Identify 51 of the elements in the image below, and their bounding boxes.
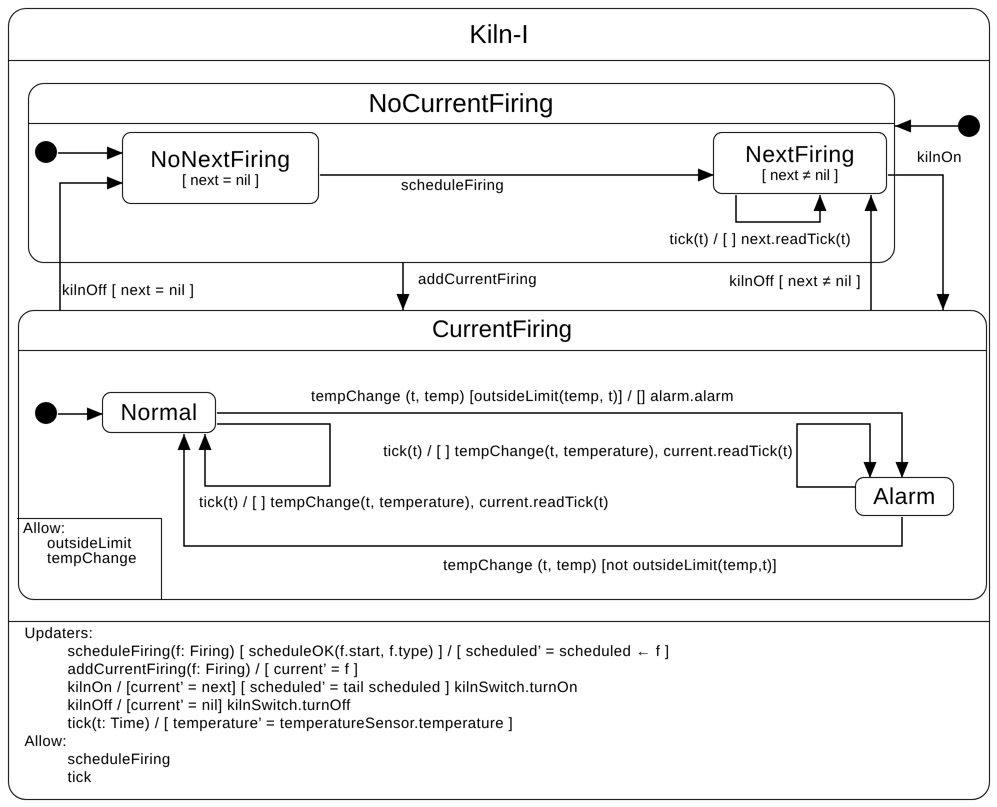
state-box — [713, 132, 887, 194]
transition-arrow — [58, 146, 123, 160]
note-box — [17, 518, 162, 599]
state-title: Kiln-I — [9, 9, 989, 61]
state-guard: [ next ≠ nil ] — [762, 167, 838, 184]
updater-text: addCurrentFiring(f: Firing) / [ current’ = f ] — [68, 660, 358, 678]
initial-state-dot — [35, 141, 57, 163]
transition-arrow — [59, 176, 123, 310]
section-heading: Allow: — [24, 732, 67, 750]
transition-label: kilnOff [ next = nil ] — [61, 283, 196, 299]
state-box — [122, 132, 319, 204]
transition-label: tick(t) / [ ] tempChange(t, temperature), current.readTick(t) — [198, 495, 610, 511]
initial-state-dot — [958, 114, 980, 136]
transition-arrow — [864, 195, 878, 310]
state-name: Alarm — [873, 484, 936, 509]
state-title: NoCurrentFiring — [28, 84, 894, 124]
state-name: Normal — [120, 400, 198, 425]
transition-label: tick(t) / [ ] tempChange(t, temperature), current.readTick(t) — [382, 444, 794, 460]
transition-label: tempChange (t, temp) [outsideLimit(temp, t)] / [] alarm.alarm — [310, 389, 735, 405]
transition-arrow — [58, 408, 103, 420]
transition-arrow — [198, 423, 331, 487]
state-box — [855, 477, 954, 516]
note-text: outsideLimit — [47, 536, 132, 552]
updater-text: tick — [68, 768, 92, 786]
state-box — [102, 392, 216, 433]
transition-arrow — [735, 195, 826, 223]
updater-text: kilnOff / [current’ = nil] kilnSwitch.turnOff — [68, 696, 351, 714]
state-title: CurrentFiring — [18, 310, 986, 350]
section-heading: Updaters: — [24, 624, 94, 642]
transition-label: addCurrentFiring — [417, 272, 538, 288]
state-name: NextFiring — [745, 142, 855, 167]
transition-arrow — [888, 174, 950, 310]
state-guard: [ next = nil ] — [182, 172, 260, 189]
updater-text: scheduleFiring — [68, 750, 171, 768]
transition-label: tempChange (t, temp) [not outsideLimit(temp,t)] — [442, 558, 778, 574]
transition-arrow — [396, 263, 410, 310]
initial-state-dot — [35, 402, 57, 424]
transition-arrow — [217, 412, 908, 478]
transition-label: tick(t) / [ ] next.readTick(t) — [668, 232, 852, 248]
transition-label: scheduleFiring — [400, 178, 506, 194]
transition-arrow — [796, 423, 876, 488]
note-text: tempChange — [47, 551, 137, 567]
section-heading: Allow: — [23, 521, 66, 537]
state-name: NoNextFiring — [150, 147, 291, 172]
updater-text: scheduleFiring(f: Firing) [ scheduleOK(f.start, f.type) ] / [ scheduled’ = scheduled ← f ] — [68, 642, 670, 660]
transition-arrow — [320, 168, 714, 182]
updater-text: kilnOn / [current’ = next] [ scheduled’ = tail scheduled ] kilnSwitch.turnOn — [68, 678, 578, 696]
transition-label: kilnOff [ next ≠ nil ] — [728, 274, 862, 290]
transition-arrow — [178, 434, 903, 547]
transition-arrow — [895, 120, 958, 132]
updater-text: tick(t: Time) / [ temperature’ = temperatureSensor.temperature ] — [68, 714, 514, 732]
